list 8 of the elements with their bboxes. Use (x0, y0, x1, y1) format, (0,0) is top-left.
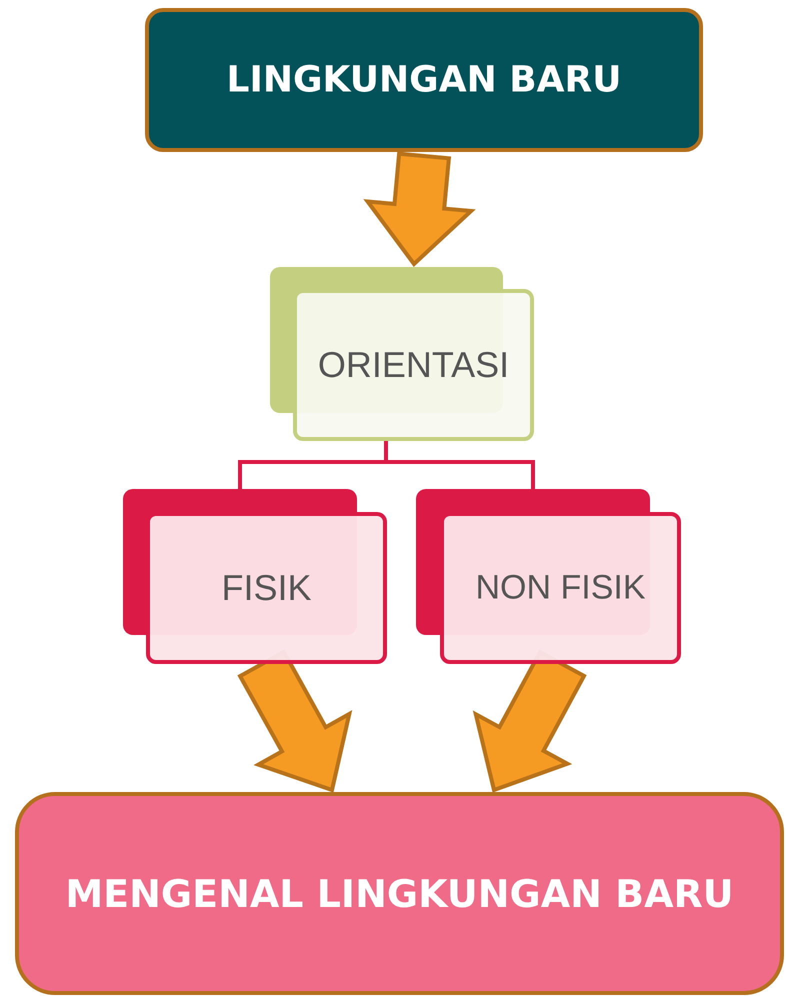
node-label: FISIK (220, 567, 313, 609)
node-label: ORIENTASI (316, 344, 510, 386)
title-box (145, 8, 703, 152)
node-label: LINGKUNGAN BARU (226, 60, 622, 100)
block-arrow (363, 152, 476, 267)
node-label: NON FISIK (474, 568, 647, 608)
result-box (15, 792, 784, 995)
node-label: MENGENAL LINGKUNGAN BARU (64, 872, 735, 916)
